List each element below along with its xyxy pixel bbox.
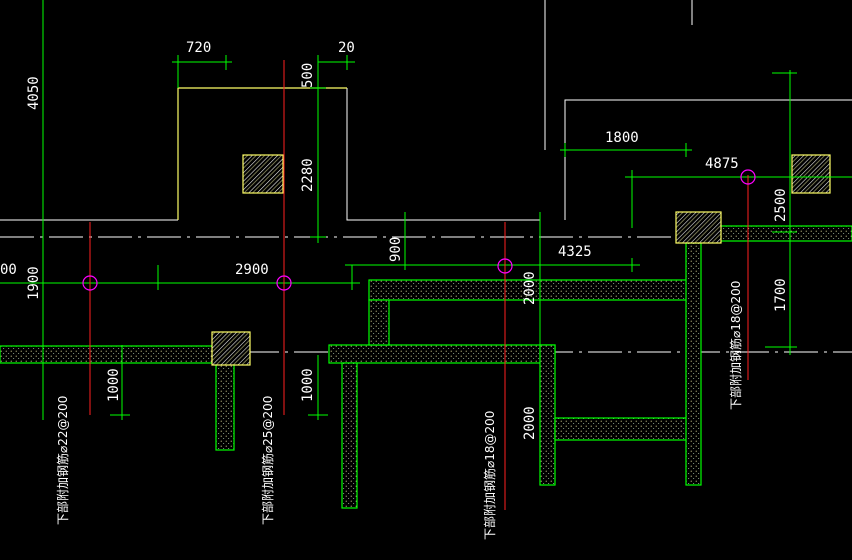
dim-2280: 2280 [300,158,316,192]
rebar-note-4: 下部附加钢筋⌀18@200 [728,281,743,410]
dim-500: 500 [300,63,316,88]
dim-720: 720 [186,40,211,56]
section-lines [89,60,749,510]
marker-circle [740,169,756,185]
building-outline-white [0,0,852,221]
rebar-note-2: 下部附加钢筋⌀25@200 [260,396,275,525]
marker-circle [82,275,98,291]
dimension-labels: 4050 720 20 500 2280 1800 4875 2500 900 … [0,40,789,440]
rebar-note-1: 下部附加钢筋⌀22@200 [55,396,70,525]
rebar-note-3: 下部附加钢筋⌀18@200 [482,411,497,540]
dim-900: 900 [388,237,404,262]
dim-2000-upper: 2000 [522,271,538,305]
dim-4050: 4050 [26,76,42,110]
dim-2900: 2900 [235,262,269,278]
dimension-lines [0,0,852,485]
dim-1700: 1700 [773,278,789,312]
dim-4875: 4875 [705,156,739,172]
columns [211,154,831,366]
dim-1800: 1800 [605,130,639,146]
marker-circle [497,258,513,274]
rebar-notes: 下部附加钢筋⌀22@200 下部附加钢筋⌀25@200 下部附加钢筋⌀18@20… [55,281,743,540]
dim-4325: 4325 [558,244,592,260]
dim-00: 00 [0,262,17,278]
section-markers [82,169,756,291]
dim-2500: 2500 [773,188,789,222]
dim-2000-lower: 2000 [522,406,538,440]
dim-1000-left: 1000 [106,368,122,402]
dim-1000-middle: 1000 [300,368,316,402]
dim-1900: 1900 [26,266,42,300]
concrete-walls [0,225,852,509]
dim-20: 20 [338,40,355,56]
building-outline-yellow [177,87,347,220]
marker-circle [276,275,292,291]
